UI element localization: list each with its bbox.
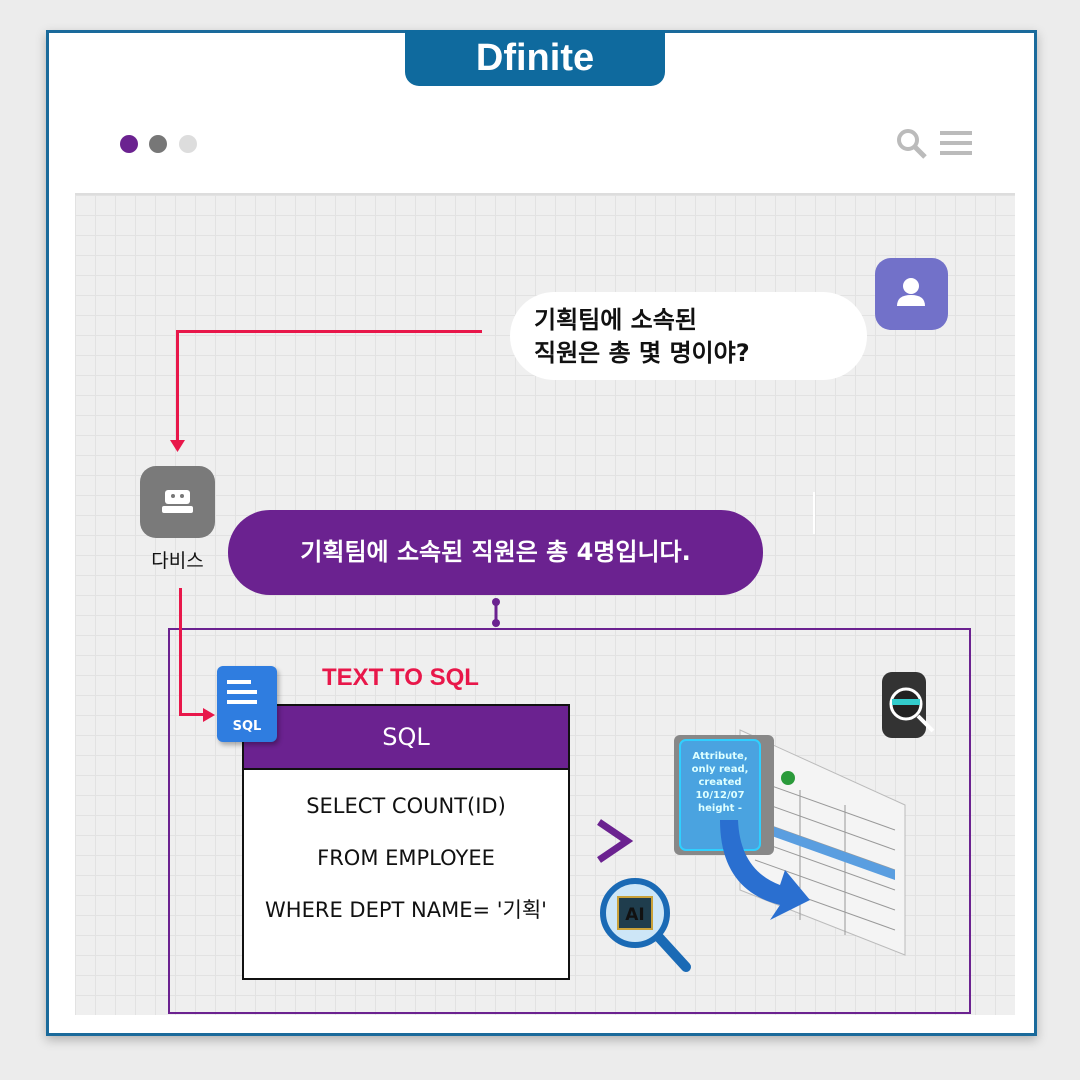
brand-logo: Dfinite — [405, 30, 665, 86]
window-dot-light[interactable] — [179, 135, 197, 153]
question-line-2: 직원은 총 몇 명이야? — [534, 339, 750, 367]
sql-file-icon: SQL — [217, 666, 277, 742]
connector-line — [176, 330, 482, 333]
database-search-icon — [882, 672, 935, 738]
card-text: Attribute, only read, created 10/12/07 h… — [691, 751, 749, 814]
connector-pin — [492, 598, 500, 627]
sql-card: SQL SELECT COUNT(ID) FROM EMPLOYEE WHERE… — [242, 704, 570, 980]
connector-line — [179, 588, 182, 716]
sql-line: FROM EMPLOYEE — [317, 846, 495, 870]
chevron-right-icon — [597, 819, 634, 863]
ai-label: AI — [625, 905, 644, 925]
question-line-1: 기획팀에 소속된 — [534, 306, 697, 334]
file-line — [227, 700, 257, 704]
connector-line — [179, 713, 207, 716]
file-line — [227, 690, 257, 694]
window-dot-purple[interactable] — [120, 135, 138, 153]
text-to-sql-panel — [168, 628, 971, 1014]
section-label: TEXT TO SQL — [322, 664, 479, 691]
sql-card-header: SQL — [244, 706, 568, 770]
database-table-illustration: Attribute, only read, created 10/12/07 h… — [674, 729, 906, 956]
file-line — [227, 680, 251, 684]
sql-file-label: SQL — [232, 719, 262, 734]
bot-answer-bubble: 기획팀에 소속된 직원은 총 4명입니다. — [228, 510, 763, 595]
divider — [813, 492, 815, 534]
bot-name: 다비스 — [151, 550, 204, 572]
search-icon[interactable] — [896, 128, 928, 160]
user-icon — [897, 278, 925, 306]
arrow-head-icon — [170, 440, 185, 452]
robot-icon — [162, 490, 193, 513]
user-avatar — [875, 258, 948, 330]
menu-icon[interactable] — [940, 130, 972, 156]
sql-line: WHERE DEPT NAME= '기획' — [265, 898, 547, 922]
window-dot-gray[interactable] — [149, 135, 167, 153]
user-question-bubble: 기획팀에 소속된 직원은 총 몇 명이야? — [510, 292, 867, 380]
sql-line: SELECT COUNT(ID) — [306, 794, 506, 818]
arrow-head-icon — [203, 708, 215, 722]
ai-search-icon: AI — [600, 878, 691, 972]
bot-avatar — [140, 466, 215, 538]
connector-line — [176, 330, 179, 445]
